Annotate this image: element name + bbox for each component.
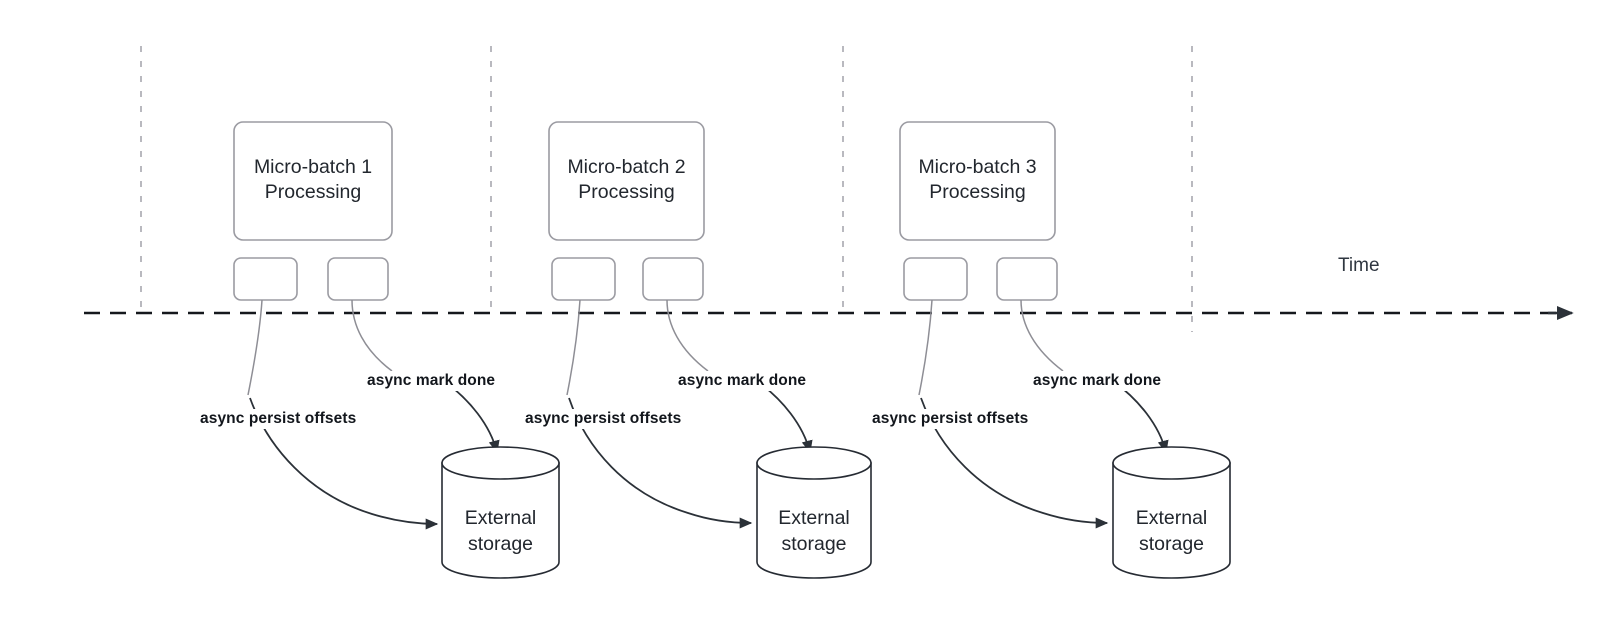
connector-mark-done-stub bbox=[351, 299, 393, 372]
micro-batch-2-title: Micro-batch 2 bbox=[567, 156, 686, 178]
micro-batch-group-3 bbox=[899, 121, 1231, 579]
cylinder-top bbox=[1112, 446, 1231, 480]
arrow-async-persist-offsets bbox=[920, 397, 1109, 529]
external-storage-cylinder bbox=[1112, 446, 1231, 579]
micro-batch-group-1 bbox=[233, 121, 560, 579]
micro-batch-1-subtitle: Processing bbox=[264, 181, 362, 203]
cylinder-body bbox=[441, 462, 560, 579]
cylinder-body bbox=[756, 462, 872, 579]
external-storage-cylinder bbox=[441, 446, 560, 579]
cylinder-body bbox=[1112, 462, 1231, 579]
external-storage-2-line1: External bbox=[778, 507, 850, 529]
micro-batch-1-box-label: Micro-batch 1 Processing bbox=[234, 155, 392, 205]
connector-offsets-stub bbox=[566, 299, 581, 396]
external-storage-2-line2: storage bbox=[781, 533, 847, 555]
task-box-mark-done bbox=[996, 257, 1058, 301]
async-mark-done-label-2: async mark done bbox=[675, 371, 810, 391]
micro-batch-3-title: Micro-batch 3 bbox=[918, 156, 1037, 178]
micro-batch-2-subtitle: Processing bbox=[578, 181, 675, 203]
async-mark-done-label-3: async mark done bbox=[1030, 371, 1165, 391]
arrow-async-mark-done bbox=[443, 380, 500, 454]
connector-offsets-stub bbox=[247, 299, 263, 396]
task-box-offsets bbox=[233, 257, 298, 301]
arrow-async-persist-offsets bbox=[249, 397, 439, 530]
divider-group bbox=[140, 46, 1193, 332]
micro-batch-3-box-label: Micro-batch 3 Processing bbox=[900, 155, 1055, 205]
micro-batch-group-2 bbox=[548, 121, 872, 579]
connector-mark-done-stub bbox=[1020, 299, 1064, 372]
arrow-async-mark-done bbox=[1112, 380, 1169, 454]
timeline-axis-label: Time bbox=[1338, 255, 1380, 277]
micro-batch-1-title: Micro-batch 1 bbox=[253, 156, 373, 178]
arrow-async-mark-done bbox=[756, 380, 813, 454]
task-box-mark-done bbox=[327, 257, 389, 301]
async-mark-done-label-1: async mark done bbox=[364, 371, 499, 391]
external-storage-3-label: External storage bbox=[1113, 505, 1230, 557]
external-storage-2-label: External storage bbox=[757, 505, 871, 557]
external-storage-cylinder bbox=[756, 446, 872, 579]
micro-batch-2-box-label: Micro-batch 2 Processing bbox=[549, 155, 704, 205]
external-storage-1-line1: External bbox=[464, 507, 537, 529]
external-storage-1-label: External storage bbox=[442, 505, 559, 557]
async-persist-offsets-label-2: async persist offsets bbox=[522, 409, 685, 429]
micro-batch-box bbox=[548, 121, 705, 241]
arrow-async-persist-offsets bbox=[568, 397, 753, 529]
async-persist-offsets-label-3: async persist offsets bbox=[869, 409, 1032, 429]
micro-batch-3-subtitle: Processing bbox=[929, 181, 1026, 203]
task-box-offsets bbox=[903, 257, 968, 301]
micro-batch-box bbox=[899, 121, 1056, 241]
connector-mark-done-stub bbox=[666, 299, 709, 372]
external-storage-3-line2: storage bbox=[1138, 533, 1205, 555]
external-storage-3-line1: External bbox=[1135, 507, 1208, 529]
cylinder-top bbox=[756, 446, 872, 480]
cylinder-top bbox=[441, 446, 560, 480]
task-box-mark-done bbox=[642, 257, 704, 301]
external-storage-1-line2: storage bbox=[467, 533, 534, 555]
task-box-offsets bbox=[551, 257, 616, 301]
async-persist-offsets-label-1: async persist offsets bbox=[197, 409, 360, 429]
connector-offsets-stub bbox=[918, 299, 933, 396]
micro-batch-box bbox=[233, 121, 393, 241]
